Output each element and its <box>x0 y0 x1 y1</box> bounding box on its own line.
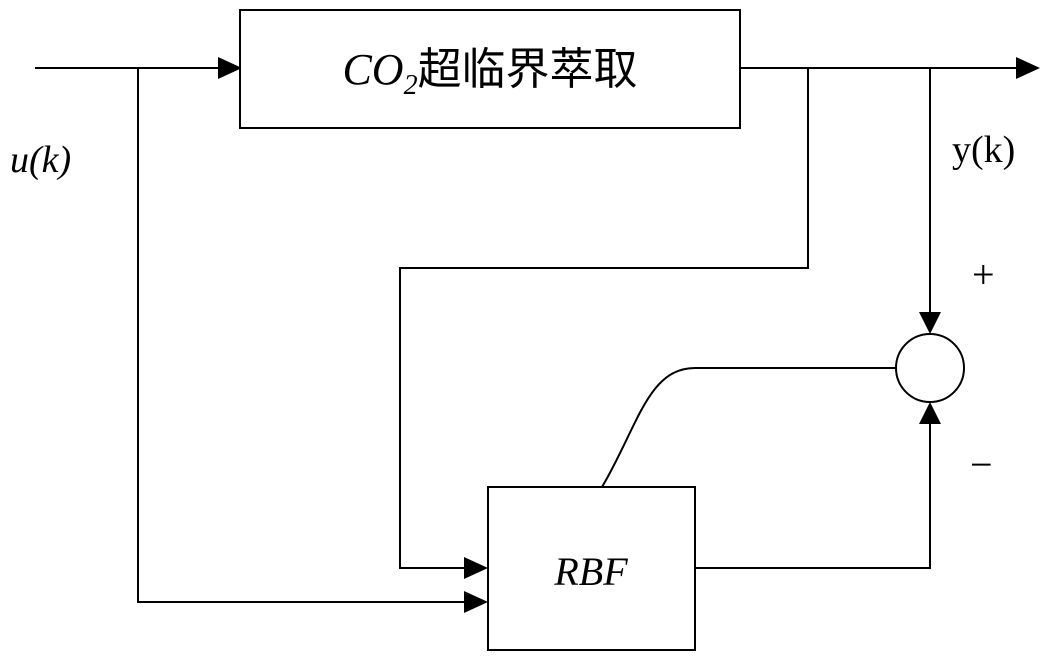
process-label-subscript: 2 <box>404 70 418 101</box>
output-label: y(k) <box>952 129 1015 171</box>
rbf-lower-input-arrowhead-icon <box>464 591 488 613</box>
sum-minus-arrowhead-icon <box>919 402 941 424</box>
summing-junction <box>896 334 964 402</box>
rbf-upper-input-arrowhead-icon <box>464 557 488 579</box>
sum-plus-arrowhead-icon <box>919 312 941 334</box>
plus-sign-label: + <box>972 252 995 297</box>
output-arrowhead-icon <box>1016 57 1040 79</box>
rbf-output-wire <box>695 424 930 568</box>
rbf-block-label: RBF <box>553 549 628 594</box>
input-label: u(k) <box>10 139 71 181</box>
process-label-co: CO <box>342 45 403 94</box>
input-arrowhead-icon <box>218 57 242 79</box>
u-feedback-wire <box>138 68 464 602</box>
process-block-label: CO2超临界萃取 <box>342 45 637 101</box>
process-label-cn: 超临界萃取 <box>418 45 638 94</box>
minus-sign-label: − <box>970 442 993 487</box>
error-to-rbf-wire <box>602 368 896 487</box>
